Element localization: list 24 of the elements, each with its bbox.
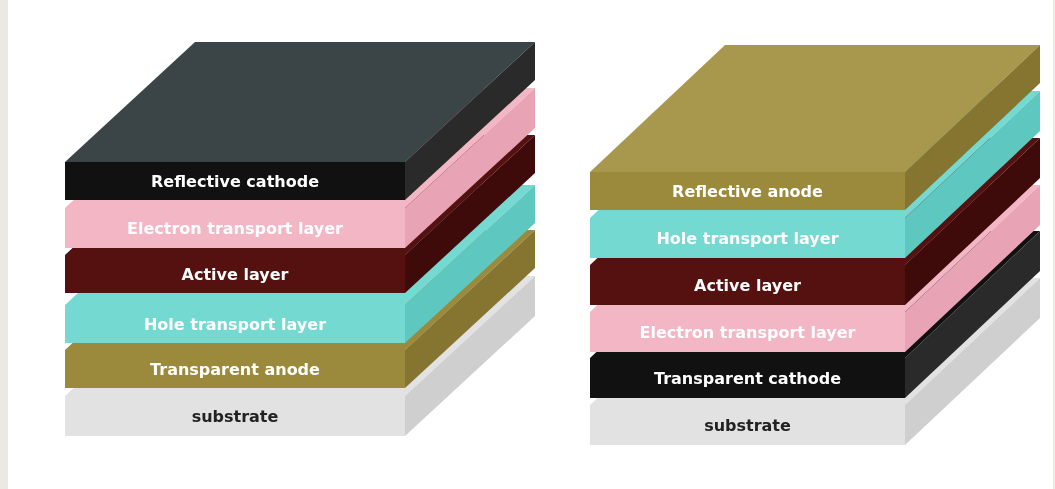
layer-front-face xyxy=(65,305,405,343)
layer-label: Electron transport layer xyxy=(127,218,343,238)
layer-label: Hole transport layer xyxy=(656,228,839,248)
layer-front-face xyxy=(65,162,405,200)
layer-front-face xyxy=(590,405,905,445)
layer-front-face xyxy=(65,255,405,293)
layer-front-face xyxy=(590,312,905,352)
layer-label: substrate xyxy=(191,406,279,426)
layer-front-face xyxy=(65,208,405,248)
layer-front-face xyxy=(65,396,405,436)
layer-label: Transparent anode xyxy=(150,359,320,379)
layer-front-face xyxy=(590,172,905,210)
layer-label: Active layer xyxy=(181,264,289,284)
layer-label: Reflective cathode xyxy=(151,171,319,191)
layer-front-face xyxy=(590,218,905,258)
layer-label: Electron transport layer xyxy=(639,322,856,342)
layer-label: Reflective anode xyxy=(672,181,823,201)
layer-label: substrate xyxy=(704,415,791,435)
layer-front-face xyxy=(590,358,905,398)
layer-label: Hole transport layer xyxy=(143,314,327,334)
layer-front-face xyxy=(590,265,905,305)
layer-front-face xyxy=(65,350,405,388)
layer-label: Transparent cathode xyxy=(654,368,841,388)
layer-label: Active layer xyxy=(694,275,801,295)
